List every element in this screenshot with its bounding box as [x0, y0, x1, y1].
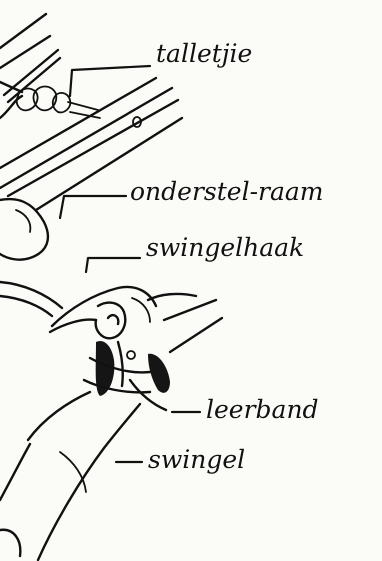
swingelhaak-leader [86, 258, 140, 272]
label-swingelhaak: swingelhaak [146, 233, 304, 262]
label-onderstel-raam: onderstel-raam [130, 177, 323, 206]
label-swingel: swingel [148, 445, 245, 474]
swingelhaak-drawing [0, 282, 196, 338]
talletjie-drawing [0, 14, 100, 118]
swingel-drawing [0, 392, 140, 560]
label-talletjie: talletjie [156, 39, 252, 68]
onderstel-raam-leader [60, 196, 126, 218]
label-leerband: leerband [206, 395, 319, 424]
leerband-drawing [84, 300, 222, 410]
talletjie-leader [70, 66, 150, 96]
